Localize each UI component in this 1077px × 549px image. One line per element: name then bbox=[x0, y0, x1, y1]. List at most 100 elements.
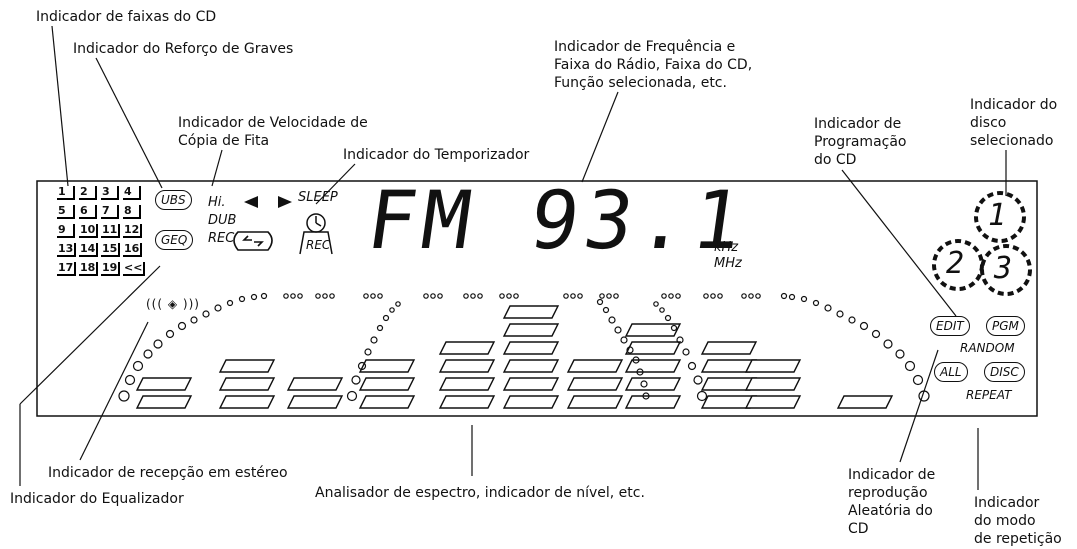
clock-icon bbox=[299, 213, 333, 255]
arrow-left-icon bbox=[244, 196, 258, 208]
spectrum-segment bbox=[218, 377, 276, 391]
level-dot bbox=[895, 349, 905, 359]
caption-spectrum: Analisador de espectro, indicador de nív… bbox=[315, 485, 645, 501]
level-dot bbox=[506, 293, 512, 299]
spectrum-segment bbox=[358, 377, 416, 391]
track-indicator-5: 5 bbox=[57, 205, 75, 219]
level-dot bbox=[653, 301, 659, 307]
leader-timer bbox=[315, 163, 356, 205]
level-dot bbox=[499, 293, 505, 299]
track-indicator-3: 3 bbox=[101, 186, 119, 200]
spectrum-segment bbox=[624, 323, 682, 337]
level-dot bbox=[389, 307, 395, 313]
level-dot bbox=[315, 293, 321, 299]
leader-copy-speed bbox=[211, 149, 223, 187]
level-dot bbox=[741, 293, 747, 299]
spectrum-segment bbox=[502, 395, 560, 409]
spectrum-segment bbox=[700, 341, 758, 355]
track-indicator-20: << bbox=[123, 262, 146, 276]
level-dot bbox=[659, 307, 665, 313]
track-indicator-7: 7 bbox=[101, 205, 119, 219]
level-dot bbox=[297, 293, 303, 299]
sleep-label: SLEEP bbox=[298, 190, 338, 205]
level-dot bbox=[613, 293, 619, 299]
level-dot bbox=[250, 293, 258, 301]
spectrum-segment bbox=[502, 341, 560, 355]
level-dot bbox=[904, 360, 916, 372]
level-dot bbox=[780, 292, 788, 300]
level-dot bbox=[596, 298, 604, 306]
level-dot bbox=[226, 299, 234, 307]
track-indicator-18: 18 bbox=[79, 262, 99, 276]
level-dot bbox=[563, 293, 569, 299]
level-dot bbox=[871, 329, 881, 339]
level-dot bbox=[570, 293, 576, 299]
level-dot bbox=[696, 390, 708, 402]
level-dot bbox=[202, 310, 210, 318]
level-dot bbox=[912, 374, 924, 386]
level-dot bbox=[848, 316, 856, 324]
level-dot bbox=[377, 293, 383, 299]
level-dot bbox=[437, 293, 443, 299]
disc-circles bbox=[932, 191, 1032, 296]
spectrum-segment bbox=[566, 359, 624, 373]
timer-rec-label: REC bbox=[306, 238, 331, 252]
spectrum-analyzer bbox=[135, 305, 894, 409]
level-dot bbox=[614, 326, 622, 334]
track-indicator-13: 13 bbox=[57, 243, 77, 257]
level-dot bbox=[364, 348, 372, 356]
spectrum-segment bbox=[502, 377, 560, 391]
level-dot bbox=[693, 375, 703, 385]
spectrum-segment bbox=[438, 341, 496, 355]
level-dot bbox=[599, 293, 605, 299]
level-dots bbox=[118, 292, 930, 402]
ubs-badge: UBS bbox=[155, 190, 192, 210]
spectrum-segment bbox=[358, 395, 416, 409]
level-dot bbox=[632, 356, 640, 364]
level-dot bbox=[370, 336, 378, 344]
main-frequency-display: FM 93.1 bbox=[361, 174, 754, 267]
caption-stereo: Indicador de recepção em estéreo bbox=[48, 465, 288, 481]
level-dot bbox=[395, 301, 401, 307]
khz-label: kHz bbox=[714, 240, 739, 255]
all-badge: ALL bbox=[934, 362, 968, 382]
spectrum-segment bbox=[744, 359, 802, 373]
spectrum-segment bbox=[624, 341, 682, 355]
level-dot bbox=[626, 346, 634, 354]
leader-equalizer bbox=[19, 265, 161, 405]
spectrum-segment bbox=[286, 395, 344, 409]
display-panel bbox=[36, 180, 1038, 417]
caption-cd-tracks: Indicador de faixas do CD bbox=[36, 9, 217, 25]
level-dot bbox=[346, 390, 358, 402]
level-dot bbox=[382, 314, 390, 322]
level-dot bbox=[190, 316, 198, 324]
level-dot bbox=[477, 293, 483, 299]
level-dot bbox=[423, 293, 429, 299]
track-indicator-14: 14 bbox=[79, 243, 99, 257]
spectrum-segment bbox=[358, 359, 416, 373]
track-indicator-12: 12 bbox=[123, 224, 143, 238]
spectrum-segment bbox=[135, 377, 193, 391]
spectrum-segment bbox=[744, 395, 802, 409]
level-dot bbox=[748, 293, 754, 299]
track-indicator-8: 8 bbox=[123, 205, 141, 219]
spectrum-segment bbox=[286, 377, 344, 391]
spectrum-segment bbox=[438, 359, 496, 373]
disc-circle-1 bbox=[974, 191, 1026, 243]
track-indicator-15: 15 bbox=[101, 243, 121, 257]
track-indicator-6: 6 bbox=[79, 205, 97, 219]
level-dot bbox=[214, 304, 222, 312]
disc-circle-3 bbox=[980, 244, 1032, 296]
disc-badge: DISC bbox=[984, 362, 1025, 382]
level-dot bbox=[918, 390, 930, 402]
level-dot bbox=[755, 293, 761, 299]
track-indicator-1: 1 bbox=[57, 186, 75, 200]
level-dot bbox=[670, 324, 678, 332]
level-dot bbox=[606, 293, 612, 299]
disc-number-2: 2 bbox=[946, 246, 965, 281]
level-dot bbox=[812, 299, 820, 307]
track-indicator-17: 17 bbox=[57, 262, 77, 276]
